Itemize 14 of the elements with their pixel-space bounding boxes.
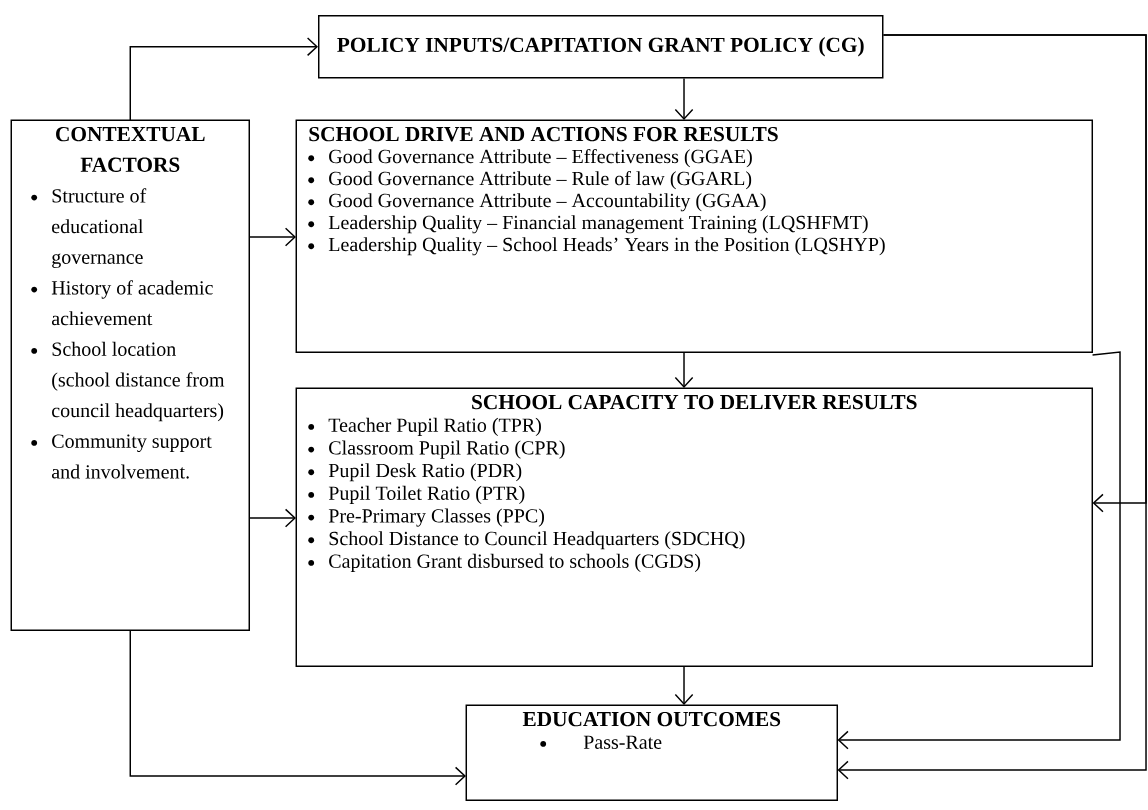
process-box: SCHOOL DRIVE AND ACTIONS FOR RESULTS Good Governance Attribute – Effectiveness (GGAE) Good Governance Attribute – Rule of law (GGARL) Good Governance Attribute – Accountability (GGAA) Leadership Quality – Financial management Training (LQSHFMT) Leadership Quality – School Heads’ Years in the Position (LQSHYP) — [295, 119, 1093, 353]
outcome-box: EDUCATION OUTCOMES Pass-Rate — [465, 704, 838, 801]
arrow — [248, 508, 296, 528]
process-box: SCHOOL CAPACITY TO DELIVER RESULTS Teacher Pupil Ratio (TPR) Classroom Pupil Ratio (CPR) Pupil Desk Ratio (PDR) Pupil Toilet Ratio (PTR) Pre-Primary Classes (PPC) School Distance to Council Headquarters (SDCHQ) Capitation Grant disbursed to schools (CGDS) — [295, 387, 1093, 667]
arrow — [674, 665, 694, 705]
arrow — [129, 629, 466, 786]
arrow — [837, 351, 1121, 750]
arrow — [837, 34, 1147, 780]
arrow — [129, 37, 318, 121]
context-box: CONTEXTUAL FACTORS Structure of educational governance History of academic achievement School location (school distance from council headquarters) Community support and involvement. — [10, 119, 250, 631]
arrow — [248, 227, 296, 247]
policy-box: POLICY INPUTS/CAPITATION GRANT POLICY (CG) — [318, 15, 884, 79]
arrow — [674, 77, 694, 120]
arrow — [674, 351, 694, 388]
